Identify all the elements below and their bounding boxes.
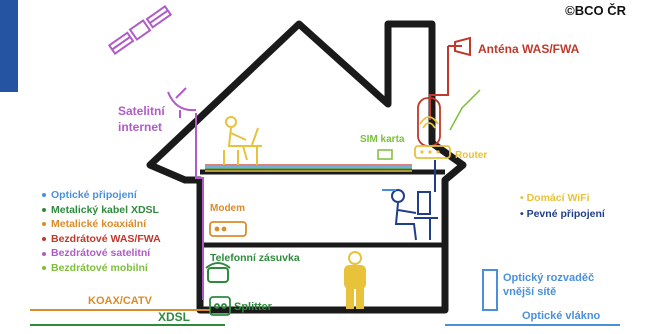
telephone-icon (205, 262, 231, 283)
optical-cabinet-label-2: vnější sítě (503, 286, 557, 298)
satellite-dish-icon (167, 87, 197, 118)
was-cable (429, 52, 449, 120)
splitter-label: Splitter (234, 301, 272, 313)
legend-item: • Pevné připojení (520, 208, 605, 220)
satellite-icon (107, 5, 173, 55)
blue-side-tab (0, 0, 18, 92)
legend-item: Metalický kabel XDSL (42, 203, 161, 218)
person-laptop-icon (223, 116, 262, 165)
legend-item: Optické připojení (42, 188, 161, 203)
legend-left: Optické připojení Metalický kabel XDSL M… (42, 188, 161, 276)
satellite-internet-label-1: Satelitní (118, 104, 165, 118)
legend-item: Bezdrátové satelitní (42, 246, 161, 261)
legend-item: • Domácí WiFi (520, 192, 590, 204)
phone-socket-label: Telefonní zásuvka (210, 252, 300, 264)
legend-right: • Domácí WiFi • Pevné připojení (520, 190, 605, 222)
satellite-internet-label-2: internet (118, 120, 163, 134)
person-standing-icon (344, 251, 366, 309)
sim-card-icon (377, 149, 393, 160)
optical-cabinet-label-1: Optický rozvaděč (503, 272, 595, 284)
modem-icon (209, 221, 247, 237)
koax-label: KOAX/CATV (88, 295, 152, 307)
house-outline (146, 20, 467, 314)
legend-item: Metalické koaxiální (42, 217, 161, 232)
xdsl-label: XDSL (158, 310, 191, 324)
router-label: Router (455, 150, 488, 161)
sim-card-label: SIM karta (360, 134, 405, 145)
antenna-label: Anténa WAS/FWA (478, 42, 580, 56)
optical-cabinet-icon (482, 269, 498, 311)
mobile-signal (449, 89, 481, 131)
legend-item: Bezdrátové WAS/FWA (42, 232, 161, 247)
router-box (414, 145, 451, 159)
person-desktop-icon (391, 189, 438, 241)
was-antenna-icon (447, 36, 471, 57)
modem-label: Modem (210, 203, 245, 214)
optical-fiber-label: Optické vlákno (522, 310, 601, 322)
copyright-text: ©BCO ČR (565, 3, 626, 18)
legend-item: Bezdrátové mobilní (42, 261, 161, 276)
splitter-icon (209, 296, 231, 316)
satellite-cable (195, 113, 204, 300)
